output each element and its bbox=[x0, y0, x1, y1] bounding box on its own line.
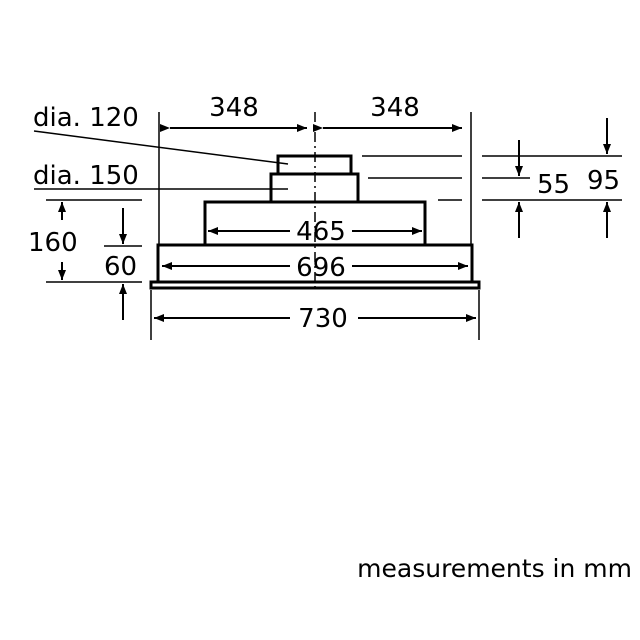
label-width-right-348: 348 bbox=[370, 93, 420, 123]
label-dia-150: dia. 150 bbox=[33, 161, 139, 191]
label-width-730: 730 bbox=[298, 304, 348, 334]
label-dia-120: dia. 120 bbox=[33, 103, 139, 133]
leader-dia-120 bbox=[33, 130, 289, 165]
label-height-55: 55 bbox=[537, 170, 570, 200]
label-height-95: 95 bbox=[587, 166, 620, 196]
label-width-left-348: 348 bbox=[209, 93, 259, 123]
label-height-160: 160 bbox=[28, 228, 78, 258]
extension-lines bbox=[46, 112, 622, 340]
label-width-696: 696 bbox=[296, 253, 346, 283]
units-note: measurements in mm bbox=[357, 554, 632, 583]
label-height-60: 60 bbox=[104, 252, 137, 282]
label-width-465: 465 bbox=[296, 217, 346, 247]
